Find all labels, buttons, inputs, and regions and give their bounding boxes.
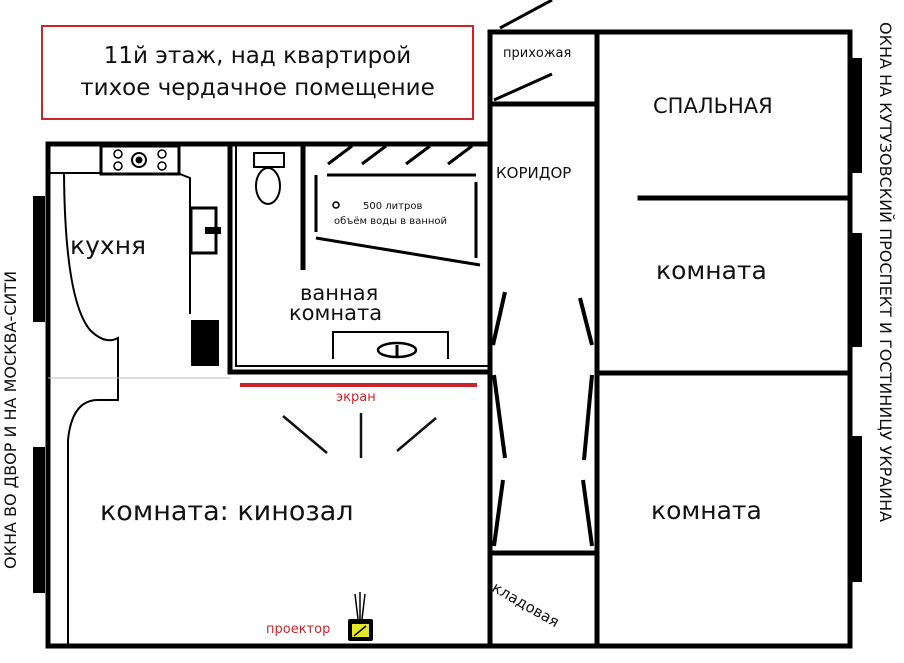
room-label-hallway: прихожая [503,46,572,61]
attic-info-line1: 11й этаж, над квартирой [103,42,412,69]
fridge-icon [191,320,219,366]
stove-icon [99,144,181,176]
window-right-1 [850,58,862,173]
attic-info-line2: тихое чердачное помещение [80,74,435,101]
windows [33,58,862,593]
screen-label: экран [336,390,376,405]
room-label-bedroom: СПАЛЬНАЯ [653,94,773,118]
bath-volume-line1: 500 литров [363,201,423,212]
bathroom-fixtures [253,144,481,359]
cinema-elements [240,383,477,641]
projector-label: проектор [266,622,331,637]
room-label-cinema: комната: кинозал [100,496,354,527]
toilet-bowl-icon [255,167,281,205]
window-left-1 [33,196,45,322]
room-label-corridor: КОРИДОР [496,164,572,182]
bath-volume-line2: объём воды в ванной [334,216,448,227]
window-right-3 [850,436,862,582]
window-label-left: ОКНА ВО ДВОР И НА МОСКВА-СИТИ [1,270,20,569]
room-label-kitchen: кухня [70,231,147,260]
window-label-right: ОКНА НА КУТУЗОВСКИЙ ПРОСПЕКТ И ГОСТИНИЦУ… [876,22,895,523]
room-label-room-bottom: комната [651,496,762,525]
room-label-room-middle: комната [656,256,767,285]
entrance-door [493,0,553,102]
toilet-tank-icon [253,152,285,168]
kitchen-fixtures [48,144,230,646]
window-left-2 [33,447,45,593]
window-right-2 [850,233,862,347]
room-label-bathroom-line1: ванная [300,281,379,305]
room-label-bathroom-line2: комната [289,301,383,325]
corridor-doors [491,291,594,547]
attic-info-box: 11й этаж, над квартирой тихое чердачное … [41,25,474,120]
